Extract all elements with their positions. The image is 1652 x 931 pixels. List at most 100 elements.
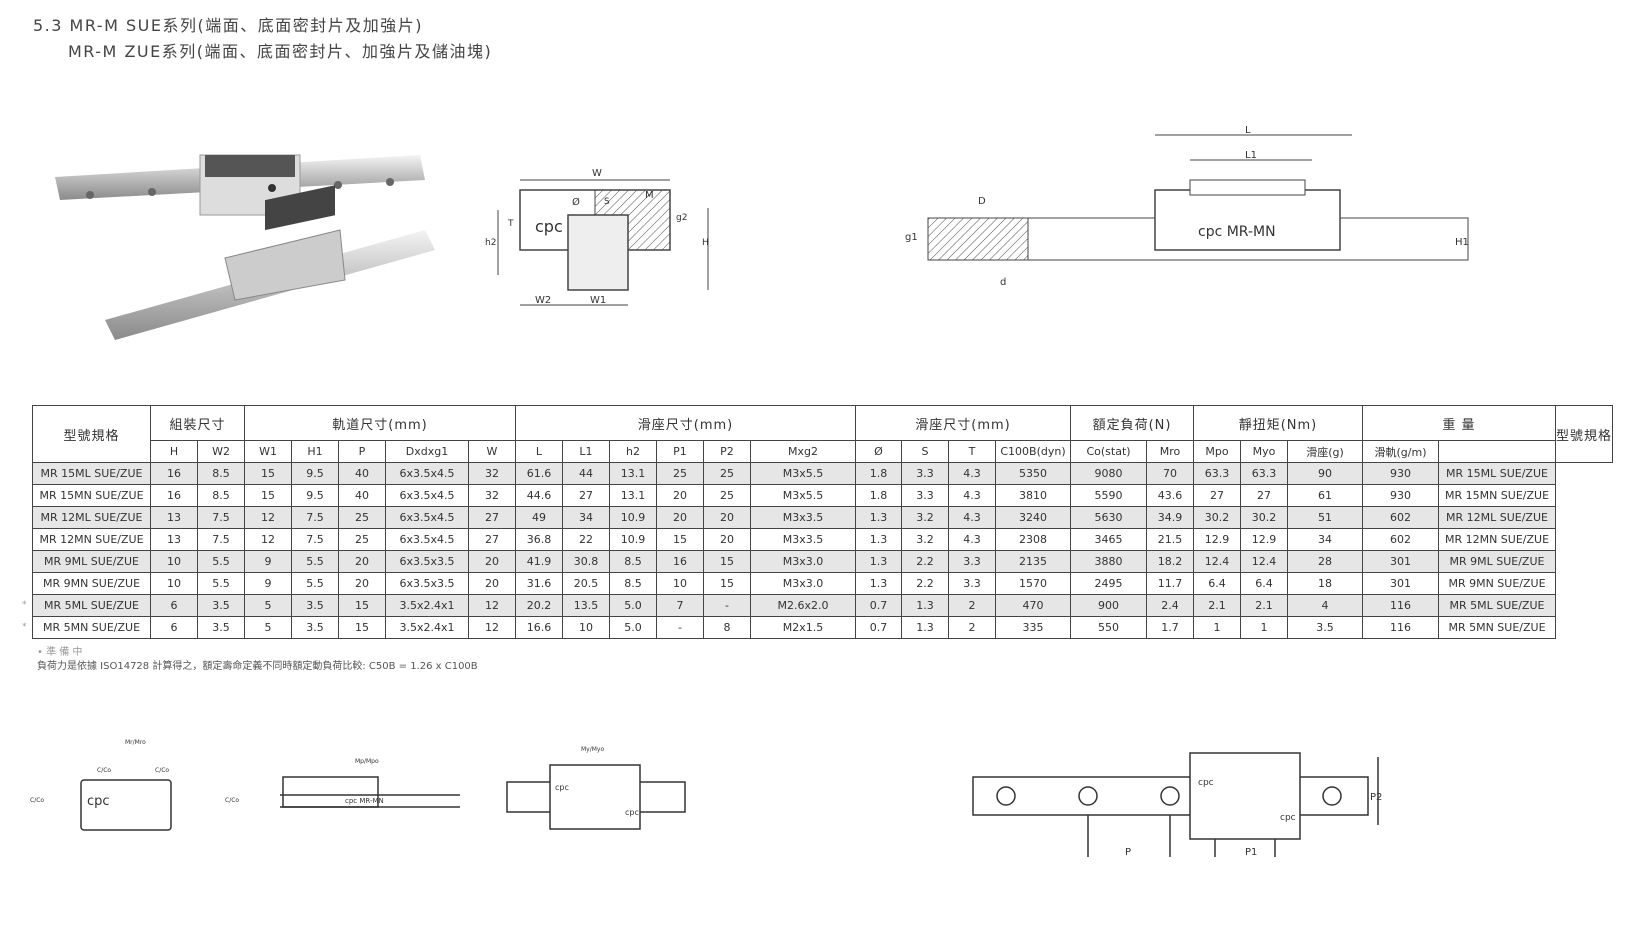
- value-cell: 20: [468, 550, 516, 573]
- value-cell: 13.5: [562, 594, 610, 617]
- value-cell: 27: [468, 506, 516, 529]
- value-cell: 20: [703, 506, 751, 529]
- value-cell: 12: [244, 528, 292, 551]
- value-cell: 20: [703, 528, 751, 551]
- column-header: W: [468, 440, 516, 463]
- svg-text:Mp/Mpo: Mp/Mpo: [355, 758, 379, 765]
- value-cell: 6x3.5x4.5: [385, 462, 469, 485]
- value-cell: 470: [995, 594, 1071, 617]
- value-cell: 20.2: [515, 594, 563, 617]
- value-cell: 63.3: [1240, 462, 1288, 485]
- value-cell: 301: [1362, 550, 1439, 573]
- value-cell: 3.5: [291, 594, 339, 617]
- svg-text:C/Co: C/Co: [97, 767, 111, 774]
- group-header: 型號規格: [32, 405, 151, 463]
- value-cell: 15: [244, 484, 292, 507]
- svg-text:cpc: cpc: [87, 794, 110, 809]
- value-cell: 6x3.5x4.5: [385, 484, 469, 507]
- column-header: 滑座(g): [1287, 440, 1363, 463]
- value-cell: 3.3: [948, 550, 996, 573]
- value-cell: 2.2: [901, 550, 949, 573]
- value-cell: -: [703, 594, 751, 617]
- value-cell: 51: [1287, 506, 1363, 529]
- value-cell: 30.2: [1193, 506, 1241, 529]
- value-cell: 3.5: [291, 616, 339, 639]
- value-cell: 602: [1362, 528, 1439, 551]
- svg-text:d: d: [1000, 277, 1006, 288]
- value-cell: 27: [1240, 484, 1288, 507]
- value-cell: 22: [562, 528, 610, 551]
- value-cell: 9080: [1070, 462, 1147, 485]
- group-header: 軌道尺寸(mm): [244, 405, 516, 441]
- value-cell: 1.7: [1146, 616, 1194, 639]
- value-cell: 2.1: [1240, 594, 1288, 617]
- svg-text:Ø: Ø: [572, 196, 580, 208]
- preparing-mark: *: [22, 622, 27, 632]
- load-direction-diagrams: Mr/Mro C/Co C/Co C/Co C/Co cpc Mp/Mpo cp…: [30, 739, 686, 831]
- group-header: 滑座尺寸(mm): [515, 405, 856, 441]
- svg-text:cpc: cpc: [1280, 813, 1296, 823]
- top-view-drawing: P P1 P2 cpc cpc: [972, 752, 1382, 858]
- value-cell: 70: [1146, 462, 1194, 485]
- value-cell: 4.3: [948, 484, 996, 507]
- value-cell: 930: [1362, 462, 1439, 485]
- svg-text:cpc MR-MN: cpc MR-MN: [1198, 224, 1276, 240]
- section-subtitle: MR-M ZUE系列(端面、底面密封片、加強片及儲油塊): [68, 42, 493, 61]
- svg-text:P1: P1: [1245, 847, 1257, 858]
- value-cell: 0.7: [855, 594, 902, 617]
- section-title: 5.3 MR-M SUE系列(端面、底面密封片及加強片): [33, 16, 423, 35]
- model-cell: MR 9MN SUE/ZUE: [32, 572, 151, 595]
- column-header: S: [901, 440, 949, 463]
- column-header: P1: [656, 440, 704, 463]
- value-cell: 13: [150, 528, 198, 551]
- group-header: 額定負荷(N): [1070, 405, 1194, 441]
- svg-text:cpc: cpc: [625, 808, 639, 817]
- column-header: Co(stat): [1070, 440, 1147, 463]
- value-cell: 36.8: [515, 528, 563, 551]
- value-cell: 301: [1362, 572, 1439, 595]
- value-cell: 6x3.5x3.5: [385, 550, 469, 573]
- value-cell: 3.2: [901, 528, 949, 551]
- value-cell: 15: [656, 528, 704, 551]
- value-cell: 2308: [995, 528, 1071, 551]
- value-cell: 32: [468, 462, 516, 485]
- value-cell: 10.9: [609, 506, 657, 529]
- value-cell: 25: [338, 528, 386, 551]
- value-cell: 6x3.5x4.5: [385, 506, 469, 529]
- svg-text:W: W: [592, 168, 602, 179]
- value-cell: 1.8: [855, 484, 902, 507]
- value-cell: 8.5: [609, 550, 657, 573]
- svg-text:Mr/Mro: Mr/Mro: [125, 739, 146, 746]
- value-cell: 27: [468, 528, 516, 551]
- model-cell: MR 15MN SUE/ZUE: [1438, 484, 1556, 507]
- value-cell: 25: [656, 462, 704, 485]
- svg-text:T: T: [507, 219, 514, 229]
- model-cell: MR 5MN SUE/ZUE: [32, 616, 151, 639]
- svg-text:H1: H1: [1455, 237, 1469, 248]
- value-cell: 10: [150, 572, 198, 595]
- value-cell: 28: [1287, 550, 1363, 573]
- value-cell: 27: [562, 484, 610, 507]
- value-cell: 25: [703, 462, 751, 485]
- value-cell: 10: [150, 550, 198, 573]
- svg-text:L: L: [1245, 125, 1251, 136]
- value-cell: 2.4: [1146, 594, 1194, 617]
- value-cell: 6x3.5x3.5: [385, 572, 469, 595]
- value-cell: 49: [515, 506, 563, 529]
- value-cell: M2x1.5: [750, 616, 856, 639]
- model-cell: MR 9MN SUE/ZUE: [1438, 572, 1556, 595]
- svg-text:P2: P2: [1370, 792, 1382, 803]
- value-cell: M2.6x2.0: [750, 594, 856, 617]
- svg-text:C/Co: C/Co: [155, 767, 169, 774]
- value-cell: 8: [703, 616, 751, 639]
- model-cell: MR 15ML SUE/ZUE: [32, 462, 151, 485]
- side-view-drawing: L L1 D g1 d H1 cpc MR-MN: [905, 125, 1469, 288]
- value-cell: 12.9: [1240, 528, 1288, 551]
- group-header: 重 量: [1362, 405, 1556, 441]
- column-header: C100B(dyn): [995, 440, 1071, 463]
- svg-text:C/Co: C/Co: [30, 797, 44, 804]
- value-cell: 13.1: [609, 462, 657, 485]
- value-cell: 6: [150, 594, 198, 617]
